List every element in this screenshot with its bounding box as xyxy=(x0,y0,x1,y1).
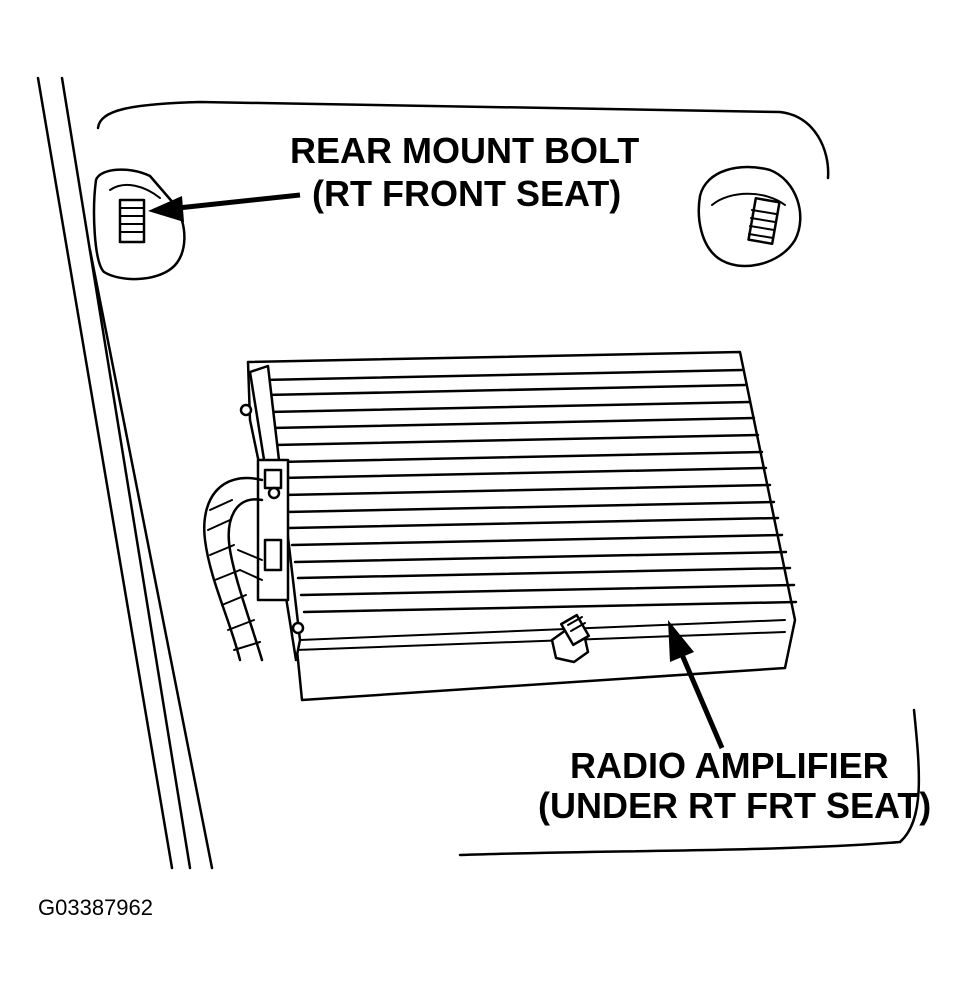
rear-mount-bolt-arrow xyxy=(148,192,301,222)
heat-sink-fins xyxy=(260,368,798,614)
wire-harness xyxy=(203,476,264,662)
rear-mount-bolt-right xyxy=(697,165,802,268)
radio-amplifier-illustration xyxy=(239,350,798,702)
front-mount-bolt xyxy=(550,613,591,664)
rear-mount-bolt-left xyxy=(92,168,186,281)
radio-amplifier-label-line1: RADIO AMPLIFIER xyxy=(570,745,889,786)
rear-mount-bolt-label-line1: REAR MOUNT BOLT xyxy=(290,130,639,171)
radio-amplifier-label-line2: (UNDER RT FRT SEAT) xyxy=(538,785,931,826)
figure-id: G03387962 xyxy=(38,895,153,920)
rear-mount-bolt-label-line2: (RT FRONT SEAT) xyxy=(312,173,621,214)
radio-amplifier-arrow xyxy=(668,620,725,749)
seat-floor-outline xyxy=(36,76,921,870)
